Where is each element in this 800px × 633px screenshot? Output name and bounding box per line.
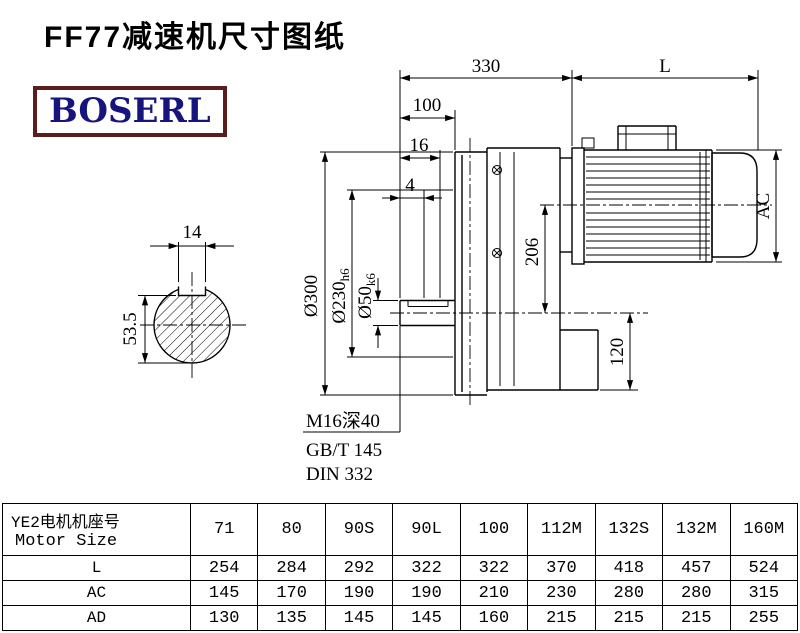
frame-size-80: 80 xyxy=(257,503,326,556)
frame-size-100: 100 xyxy=(459,503,529,556)
dia-230-tolerance: h6 xyxy=(337,268,352,282)
dimension-120: 120 xyxy=(600,313,638,391)
dim-100-label: 100 xyxy=(413,95,442,116)
flange-bolt-hole-top xyxy=(492,165,502,175)
terminal-box xyxy=(617,125,677,150)
table-cell: 145 xyxy=(324,605,394,631)
motor-body xyxy=(584,149,713,263)
table-cell: 284 xyxy=(257,555,326,581)
table-cell: 370 xyxy=(527,555,596,581)
dimension-table: YE2电机机座号 Motor Size 71 80 90S 90L 100 11… xyxy=(2,503,798,631)
mounting-flange xyxy=(454,148,488,396)
motor-size-label-cn: YE2电机机座号 xyxy=(11,514,120,532)
motor-size-header: YE2电机机座号 Motor Size xyxy=(2,503,191,556)
table-header-row: YE2电机机座号 Motor Size 71 80 90S 90L 100 11… xyxy=(2,503,798,556)
gear-housing xyxy=(487,147,599,391)
dimension-AC: AC xyxy=(716,149,782,263)
dim-16-label: 16 xyxy=(410,135,429,156)
dia-300-label: Ø300 xyxy=(301,275,322,317)
top-dimensions: 330 L 100 16 4 xyxy=(382,56,759,298)
note-din-standard: DIN 332 xyxy=(306,464,373,485)
fan-cover xyxy=(711,152,758,258)
row-label: AC xyxy=(2,580,191,606)
table-cell: 145 xyxy=(392,605,461,631)
dim-120-label: 120 xyxy=(607,338,628,367)
table-cell: 145 xyxy=(189,580,259,606)
table-cell: 210 xyxy=(459,580,529,606)
diameter-dimensions: Ø300 Ø230h6 Ø50k6 xyxy=(301,151,453,396)
table-row-AC: AC 145 170 190 190 210 230 280 280 315 xyxy=(2,580,798,606)
frame-size-90S: 90S xyxy=(324,503,394,556)
row-label: L xyxy=(2,555,191,581)
table-cell: 280 xyxy=(594,580,664,606)
dia-50-value: Ø50 xyxy=(355,286,376,319)
table-cell: 254 xyxy=(189,555,259,581)
dimension-206: 206 xyxy=(522,205,549,313)
motor-adapter xyxy=(560,137,595,265)
table-cell: 215 xyxy=(594,605,664,631)
dim-L-label: L xyxy=(659,56,671,77)
dim-4-label: 4 xyxy=(405,175,415,196)
frame-size-132S: 132S xyxy=(594,503,664,556)
note-tapped-hole: M16深40 xyxy=(306,410,380,432)
dimension-keyway-depth: 53.5 xyxy=(120,295,190,364)
note-gb-standard: GB/T 145 xyxy=(306,440,382,461)
table-cell: 160 xyxy=(459,605,529,631)
dim-206-label: 206 xyxy=(522,238,543,267)
table-cell: 215 xyxy=(662,605,731,631)
thread-notes: M16深40 GB/T 145 DIN 332 xyxy=(303,326,401,485)
table-cell: 524 xyxy=(729,555,798,581)
dim-330-label: 330 xyxy=(472,56,501,77)
frame-size-160M: 160M xyxy=(729,503,798,556)
table-cell: 315 xyxy=(729,580,798,606)
table-cell: 280 xyxy=(662,580,731,606)
table-cell: 292 xyxy=(324,555,394,581)
brand-logo: BOSERL xyxy=(33,86,227,138)
table-cell: 170 xyxy=(257,580,326,606)
frame-size-71: 71 xyxy=(189,503,259,556)
table-cell: 457 xyxy=(662,555,731,581)
flange-bolt-hole-bottom xyxy=(492,248,502,258)
table-cell: 190 xyxy=(392,580,461,606)
output-shaft xyxy=(399,299,455,327)
dia-50-tolerance: k6 xyxy=(363,273,378,287)
dimension-drawing: 14 53.5 xyxy=(120,56,782,485)
dia-230-label: Ø230h6 xyxy=(329,268,352,324)
dim-53-5-label: 53.5 xyxy=(120,312,141,345)
table-row-AD: AD 130 135 145 145 160 215 215 215 255 xyxy=(2,605,798,631)
dim-AC-label: AC xyxy=(753,193,774,219)
frame-size-132M: 132M xyxy=(662,503,731,556)
motor-fins xyxy=(586,156,710,256)
table-cell: 322 xyxy=(459,555,529,581)
table-cell: 135 xyxy=(257,605,326,631)
table-cell: 130 xyxy=(189,605,259,631)
table-cell: 255 xyxy=(729,605,798,631)
row-label: AD xyxy=(2,605,191,631)
dia-230-value: Ø230 xyxy=(329,281,350,323)
table-cell: 418 xyxy=(594,555,664,581)
table-cell: 190 xyxy=(324,580,394,606)
frame-size-112M: 112M xyxy=(527,503,596,556)
page-title: FF77减速机尺寸图纸 xyxy=(44,21,347,54)
shaft-section-view xyxy=(140,272,248,378)
motor-size-label-en: Motor Size xyxy=(15,532,118,551)
table-cell: 230 xyxy=(527,580,596,606)
dia-50-label: Ø50k6 xyxy=(355,273,378,319)
dimension-keyway-width: 14 xyxy=(150,222,234,282)
table-row-L: L 254 284 292 322 322 370 418 457 524 xyxy=(2,555,798,581)
lifting-eye xyxy=(581,137,595,149)
table-cell: 215 xyxy=(527,605,596,631)
dim-14-label: 14 xyxy=(183,222,203,243)
frame-size-90L: 90L xyxy=(392,503,461,556)
table-cell: 322 xyxy=(392,555,461,581)
